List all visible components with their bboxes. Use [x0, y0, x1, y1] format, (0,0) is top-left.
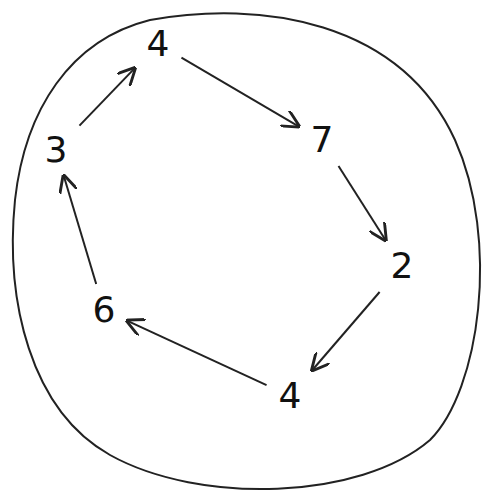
- cycle-number: 6: [87, 290, 122, 330]
- cycle-arrow: [181, 58, 298, 127]
- step-number: 4: [279, 378, 302, 414]
- step-number: 3: [45, 132, 68, 168]
- step-number: 4: [147, 26, 170, 62]
- cycle-number: 4: [273, 376, 308, 416]
- hand-drawn-circle: [13, 13, 480, 489]
- cycle-number: 4: [141, 24, 176, 64]
- cycle-arrow: [127, 321, 266, 385]
- cycle-arrow: [79, 68, 134, 125]
- cycle-number: 2: [385, 246, 420, 286]
- cycle-number: 3: [39, 130, 74, 170]
- cycle-number: 7: [305, 120, 340, 160]
- cycle-arrow: [64, 176, 96, 284]
- cycle-arrow: [339, 166, 386, 240]
- step-number: 6: [93, 292, 116, 328]
- step-number: 7: [311, 122, 334, 158]
- step-number: 2: [391, 248, 414, 284]
- cycle-arrow: [312, 292, 379, 370]
